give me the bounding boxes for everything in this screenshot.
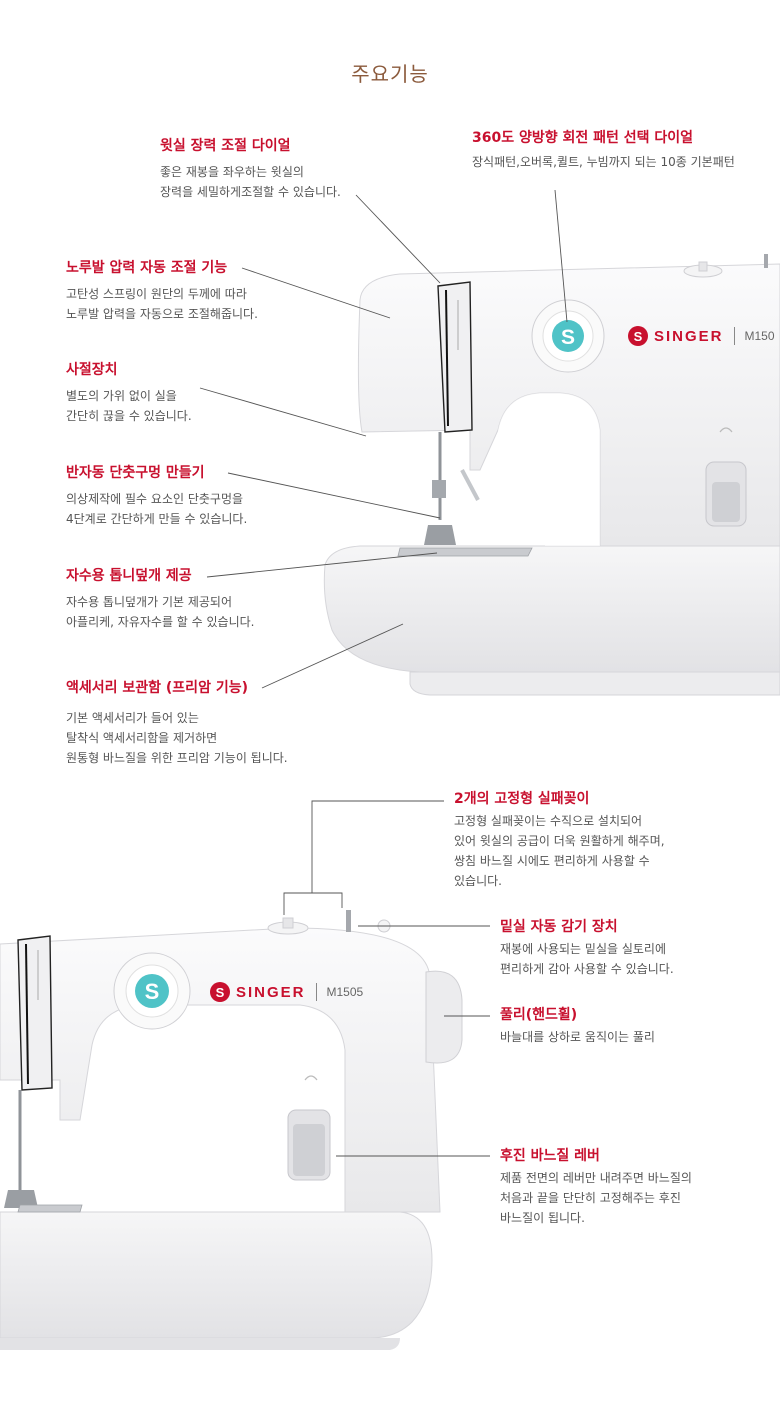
feature-tension-dial: 윗실 장력 조절 다이얼 좋은 재봉을 좌우하는 윗실의 장력을 세밀하게조절할… (160, 136, 341, 202)
singer-logo-icon: S (210, 982, 230, 1002)
feature-title: 2개의 고정형 실패꽂이 (454, 791, 590, 807)
feature-title: 액세서리 보관함 (프리암 기능) (66, 680, 248, 696)
feature-title: 사절장치 (66, 362, 118, 378)
feature-title: 밑실 자동 감기 장치 (500, 919, 618, 935)
feature-desc: 별도의 가위 없이 실을 간단히 끊을 수 있습니다. (66, 389, 192, 423)
sewing-machine-top: S (323, 254, 780, 696)
feature-desc: 고정형 실패꽂이는 수직으로 설치되어 있어 윗실의 공급이 더욱 원활하게 해… (454, 814, 665, 888)
feature-bobbin-winder: 밑실 자동 감기 장치 재봉에 사용되는 밑실을 실토리에 편리하게 감아 사용… (500, 917, 674, 979)
feature-desc: 제품 전면의 레버만 내려주면 바느질의 처음과 끝을 단단히 고정해주는 후진… (500, 1171, 692, 1225)
feature-desc: 바늘대를 상하로 움직이는 풀리 (500, 1030, 655, 1044)
dial-letter: S (145, 979, 160, 1004)
feature-buttonhole: 반자동 단춧구멍 만들기 의상제작에 필수 요소인 단춧구멍을 4단계로 간단하… (66, 463, 247, 529)
model-name: M150 (744, 329, 775, 343)
feature-title: 윗실 장력 조절 다이얼 (160, 138, 291, 154)
model-name: M1505 (326, 985, 364, 999)
brand-separator (733, 327, 735, 345)
feature-title: 자수용 톱니덮개 제공 (66, 568, 192, 584)
feature-desc: 재봉에 사용되는 밑실을 실토리에 편리하게 감아 사용할 수 있습니다. (500, 942, 674, 976)
feature-presser-foot: 노루발 압력 자동 조절 기능 고탄성 스프링이 원단의 두께에 따라 노루발 … (66, 258, 258, 324)
feature-spool-pins: 2개의 고정형 실패꽂이 고정형 실패꽂이는 수직으로 설치되어 있어 윗실의 … (454, 789, 665, 891)
brand-label-top: S SINGER M150 (628, 326, 775, 346)
page-title: 주요기능 (351, 62, 429, 86)
feature-thread-cutter: 사절장치 별도의 가위 없이 실을 간단히 끊을 수 있습니다. (66, 360, 192, 426)
sewing-machine-bottom: S (0, 910, 463, 1350)
feature-desc: 자수용 톱니덮개가 기본 제공되어 아플리케, 자유자수를 할 수 있습니다. (66, 595, 255, 629)
singer-logo-icon: S (628, 326, 648, 346)
dial-letter: S (561, 326, 575, 349)
feature-title: 풀리(핸드휠) (500, 1007, 578, 1023)
feature-desc: 고탄성 스프링이 원단의 두께에 따라 노루발 압력을 자동으로 조절해줍니다. (66, 287, 258, 321)
brand-label-bottom: S SINGER M1505 (210, 982, 363, 1002)
feature-desc: 기본 액세서리가 들어 있는 탈착식 액세서리함을 제거하면 원통형 바느질을 … (66, 711, 288, 765)
feature-darning-plate: 자수용 톱니덮개 제공 자수용 톱니덮개가 기본 제공되어 아플리케, 자유자수… (66, 566, 255, 632)
feature-title: 360도 양방향 회전 패턴 선택 다이얼 (472, 130, 694, 146)
feature-reverse-lever: 후진 바느질 레버 제품 전면의 레버만 내려주면 바느질의 처음과 끝을 단단… (500, 1146, 692, 1228)
feature-title: 후진 바느질 레버 (500, 1148, 600, 1164)
feature-title: 노루발 압력 자동 조절 기능 (66, 260, 228, 276)
feature-desc: 장식패턴,오버록,퀼트, 누빔까지 되는 10종 기본패턴 (472, 155, 735, 169)
feature-pattern-dial: 360도 양방향 회전 패턴 선택 다이얼 장식패턴,오버록,퀼트, 누빔까지 … (472, 128, 735, 172)
brand-separator (315, 983, 317, 1001)
brand-name: SINGER (236, 983, 306, 1001)
feature-title: 반자동 단춧구멍 만들기 (66, 465, 205, 481)
leader-lines-top (199, 189, 568, 689)
brand-name: SINGER (654, 327, 724, 345)
feature-desc: 좋은 재봉을 좌우하는 윗실의 장력을 세밀하게조절할 수 있습니다. (160, 165, 341, 199)
feature-accessory-storage: 액세서리 보관함 (프리암 기능) 기본 액세서리가 들어 있는 탈착식 액세서… (66, 678, 288, 768)
feature-handwheel: 풀리(핸드휠) 바늘대를 상하로 움직이는 풀리 (500, 1005, 655, 1047)
feature-desc: 의상제작에 필수 요소인 단춧구멍을 4단계로 간단하게 만들 수 있습니다. (66, 492, 248, 526)
leader-lines-bottom (283, 800, 490, 1157)
